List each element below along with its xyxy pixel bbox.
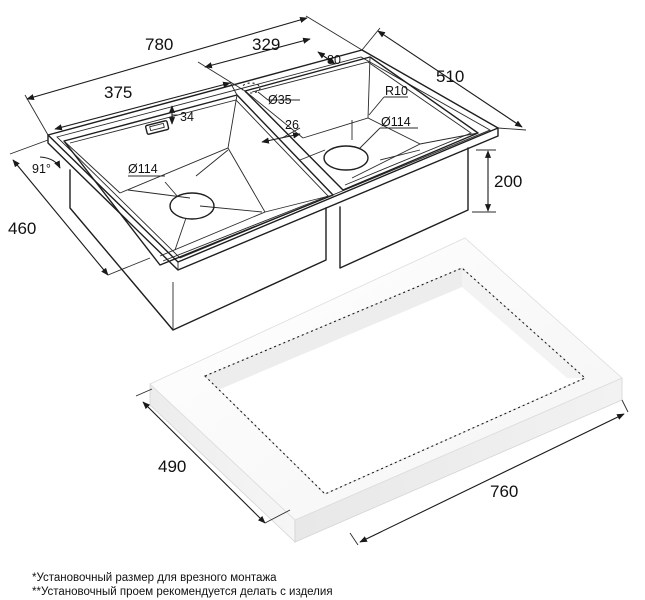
- dim-200: 200: [494, 172, 522, 191]
- cutout-slab: [135, 237, 629, 546]
- dim-510: 510: [436, 67, 464, 86]
- right-drain: [323, 145, 369, 171]
- left-drain: [169, 192, 215, 220]
- dim-780: 780: [145, 35, 173, 54]
- dim-460: 460: [8, 219, 36, 238]
- dim-35: Ø35: [268, 93, 292, 107]
- dim-114-left: Ø114: [128, 162, 158, 176]
- dim-91: 91°: [32, 162, 51, 176]
- dimension-labels: 780 329 80 510 375 Ø35 R10 34 26 Ø114 91…: [8, 35, 522, 501]
- sink-dimensions: [9, 15, 527, 276]
- dim-80: 80: [327, 53, 341, 67]
- dim-760: 760: [490, 482, 518, 501]
- dim-490: 490: [158, 457, 186, 476]
- dim-329: 329: [252, 35, 280, 54]
- dim-r10: R10: [385, 84, 408, 98]
- dim-114-right: Ø114: [381, 115, 411, 129]
- dim-34: 34: [180, 110, 194, 124]
- dim-26: 26: [285, 118, 299, 132]
- footnote-2: **Установочный проем рекомендуется делат…: [32, 586, 333, 598]
- dim-375: 375: [104, 83, 132, 102]
- footnote-1: *Установочный размер для врезного монтаж…: [32, 572, 277, 584]
